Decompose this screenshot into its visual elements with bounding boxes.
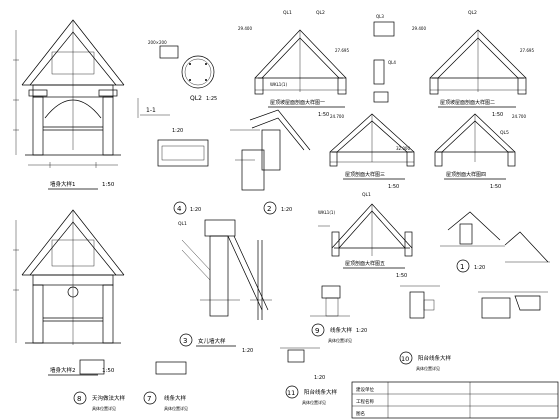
detail-10: 10 阳台线条大样 具体位置详见 bbox=[399, 285, 452, 371]
roof-detail-3-title: 屋顶剖面大样图三 bbox=[345, 171, 385, 178]
svg-text:1:20: 1:20 bbox=[190, 207, 201, 213]
svg-text:QL2: QL2 bbox=[316, 10, 325, 16]
roof-detail-2-title: 屋顶坡屋面剖面大样图二 bbox=[440, 99, 495, 106]
svg-text:QL2: QL2 bbox=[468, 10, 477, 16]
svg-text:29.400: 29.400 bbox=[412, 26, 426, 31]
svg-text:具体位置详见: 具体位置详见 bbox=[302, 399, 326, 405]
svg-text:图名: 图名 bbox=[356, 410, 365, 417]
detail-2: 2 1:20 bbox=[230, 109, 311, 215]
roof-detail-4: 24.700 QL5 屋顶剖面大样图四 1:50 bbox=[434, 113, 526, 190]
parapet-section bbox=[250, 240, 272, 320]
svg-text:8: 8 bbox=[77, 395, 81, 403]
beam-sections-top: QL3 QL4 bbox=[373, 14, 396, 103]
roof-detail-5: QL1 WKL1(1) 屋顶剖面大样图五 1:50 bbox=[318, 192, 413, 279]
svg-text:QL1: QL1 bbox=[283, 10, 292, 16]
svg-text:3: 3 bbox=[183, 337, 187, 345]
svg-text:1:20: 1:20 bbox=[314, 375, 325, 381]
slope-sketch bbox=[504, 231, 550, 263]
roof-detail-1: QL1 QL2 29.400 27.695 WKL1(1) 屋顶坡屋面剖面大样图… bbox=[238, 10, 349, 118]
svg-text:具体位置详见: 具体位置详见 bbox=[328, 337, 352, 343]
svg-text:7: 7 bbox=[147, 395, 151, 403]
svg-text:200×200: 200×200 bbox=[148, 40, 167, 45]
svg-text:1:50: 1:50 bbox=[318, 112, 329, 118]
sill-detail bbox=[478, 291, 548, 319]
detail-11-title: 阳台线条大样 bbox=[304, 388, 338, 396]
svg-text:1:20: 1:20 bbox=[356, 328, 367, 334]
svg-text:QL1: QL1 bbox=[178, 221, 187, 227]
roof-detail-3: 24.700 32.000 屋顶剖面大样图三 1:50 bbox=[329, 113, 415, 190]
svg-text:1:20: 1:20 bbox=[242, 348, 253, 354]
svg-text:29.400: 29.400 bbox=[238, 26, 252, 31]
svg-text:具体位置详见: 具体位置详见 bbox=[92, 405, 116, 411]
section-1-1-label: 1-1 bbox=[146, 107, 156, 114]
svg-text:24.700: 24.700 bbox=[330, 114, 344, 119]
svg-text:1:20: 1:20 bbox=[281, 207, 292, 213]
roof-detail-1-title: 屋顶坡屋面剖面大样图一 bbox=[270, 99, 325, 106]
porch-elevation-2-title: 墙身大样2 bbox=[50, 366, 76, 374]
svg-text:1:20: 1:20 bbox=[172, 128, 183, 134]
svg-text:QL3: QL3 bbox=[376, 14, 384, 19]
detail-10-title: 阳台线条大样 bbox=[418, 354, 452, 362]
svg-text:1:50: 1:50 bbox=[492, 112, 503, 118]
svg-text:QL5: QL5 bbox=[500, 130, 509, 136]
detail-1: 1 1:20 bbox=[440, 211, 505, 273]
detail-8-title: 天沟做法大样 bbox=[92, 394, 126, 402]
detail-7: 7 线条大样 具体位置详见 bbox=[143, 361, 188, 411]
svg-text:1:25: 1:25 bbox=[206, 96, 217, 102]
svg-text:32.000: 32.000 bbox=[396, 146, 410, 151]
svg-text:2: 2 bbox=[267, 205, 271, 213]
detail-9-title: 线条大样 bbox=[330, 326, 353, 334]
svg-text:4: 4 bbox=[177, 205, 182, 213]
detail-8: 8 天沟做法大样 具体位置详见 bbox=[73, 359, 126, 411]
svg-text:1:50: 1:50 bbox=[396, 273, 407, 279]
svg-text:QL4: QL4 bbox=[388, 60, 396, 65]
detail-9: 9 线条大样 1:20 具体位置详见 bbox=[310, 285, 367, 343]
svg-text:27.695: 27.695 bbox=[520, 48, 534, 53]
detail-3: QL1 3 女儿墙大样 1:20 bbox=[178, 219, 269, 354]
svg-text:WKL1(1): WKL1(1) bbox=[318, 210, 335, 215]
svg-text:9: 9 bbox=[315, 327, 319, 335]
detail-3-title: 女儿墙大样 bbox=[198, 337, 226, 345]
svg-text:具体位置详见: 具体位置详见 bbox=[164, 405, 188, 411]
svg-text:建设单位: 建设单位 bbox=[356, 386, 374, 393]
svg-text:24.700: 24.700 bbox=[512, 114, 526, 119]
svg-text:1:50: 1:50 bbox=[388, 184, 399, 190]
svg-text:1:20: 1:20 bbox=[474, 265, 485, 271]
svg-text:27.695: 27.695 bbox=[335, 48, 349, 53]
ql2-label: QL2 bbox=[190, 95, 202, 102]
detail-11: 11 阳台线条大样 具体位置详见 1:20 bbox=[280, 347, 338, 405]
svg-text:11: 11 bbox=[287, 389, 295, 397]
porch-elevation-2-scale: 1:50 bbox=[102, 368, 115, 374]
detail-7-title: 线条大样 bbox=[164, 394, 187, 402]
svg-text:WKL1(1): WKL1(1) bbox=[270, 82, 287, 87]
svg-text:QL1: QL1 bbox=[362, 192, 371, 198]
svg-text:1: 1 bbox=[460, 263, 464, 271]
porch-elevation-2: 墙身大样2 1:50 bbox=[13, 209, 125, 376]
svg-text:1:50: 1:50 bbox=[490, 184, 501, 190]
detail-4: 4 1:20 bbox=[173, 201, 201, 215]
column-section-ql2: 200×200 QL2 1:25 1-1 1:20 bbox=[137, 40, 217, 167]
roof-detail-2: QL2 29.400 27.695 屋顶坡屋面剖面大样图二 1:50 bbox=[412, 10, 534, 118]
porch-elevation-1-scale: 1:50 bbox=[102, 182, 115, 188]
porch-elevation-1: 墙身大样1 1:50 bbox=[13, 19, 125, 190]
roof-detail-5-title: 屋顶剖面大样图五 bbox=[345, 260, 385, 267]
title-block: 建设单位 工程名称 图名 bbox=[351, 381, 559, 419]
svg-text:工程名称: 工程名称 bbox=[356, 398, 374, 405]
svg-text:具体位置详见: 具体位置详见 bbox=[416, 365, 440, 371]
roof-detail-4-title: 屋顶剖面大样图四 bbox=[446, 171, 486, 178]
svg-text:10: 10 bbox=[401, 355, 409, 363]
porch-elevation-1-title: 墙身大样1 bbox=[50, 180, 76, 188]
